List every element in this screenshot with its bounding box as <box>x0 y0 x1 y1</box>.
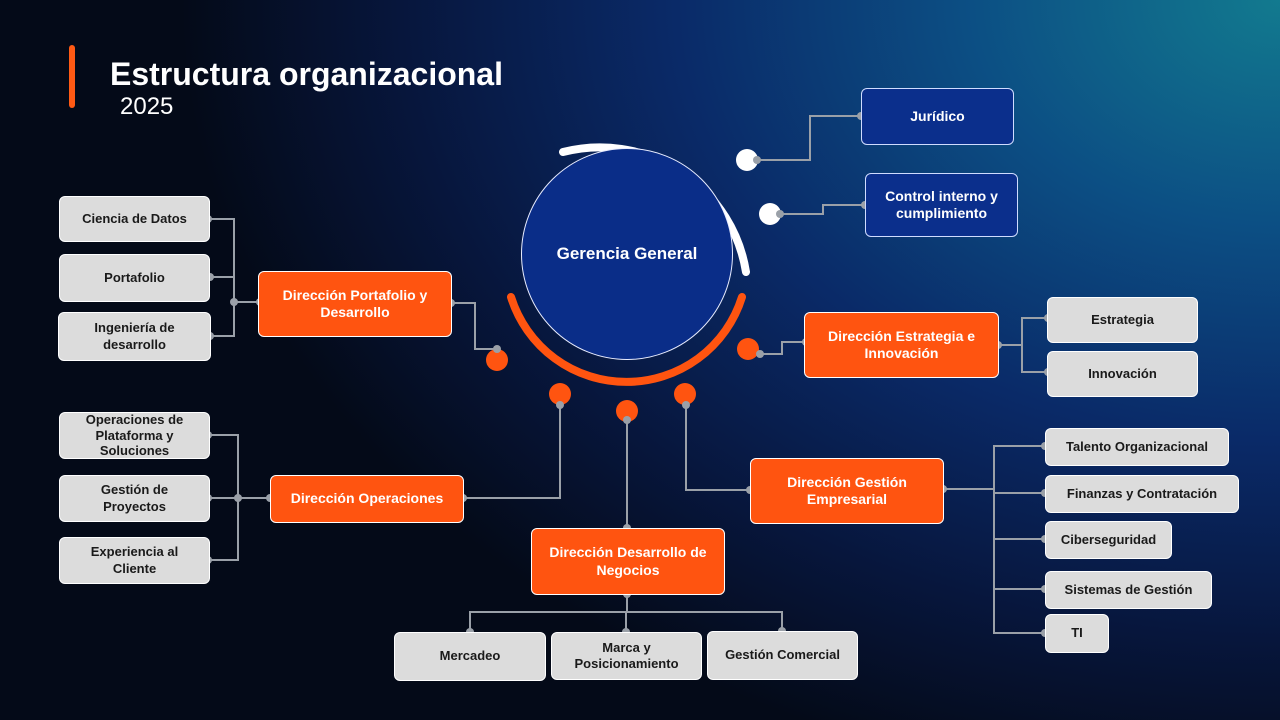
node-dot-portafolio <box>486 349 508 371</box>
direccion-negocios-node: Dirección Desarrollo de Negocios <box>531 528 725 595</box>
unit-finanzas-contratacion: Finanzas y Contratación <box>1045 475 1239 513</box>
unit-mercadeo: Mercadeo <box>394 632 546 681</box>
unit-talento-organizacional: Talento Organizacional <box>1045 428 1229 466</box>
page-subtitle-year: 2025 <box>120 93 174 120</box>
unit-ciberseguridad: Ciberseguridad <box>1045 521 1172 559</box>
bracket-negocios <box>469 594 628 632</box>
unit-ciencia-de-datos: Ciencia de Datos <box>59 196 210 242</box>
juridico-node: Jurídico <box>861 88 1014 145</box>
unit-experiencia-cliente: Experiencia al Cliente <box>59 537 210 584</box>
unit-gestion-proyectos: Gestión de Proyectos <box>59 475 210 522</box>
unit-marca-posicionamiento: Marca y Posicionamiento <box>551 632 702 680</box>
node-dot-gestion <box>674 383 696 405</box>
unit-ingenieria-desarrollo: Ingeniería de desarrollo <box>58 312 211 361</box>
link-control <box>780 204 865 215</box>
control-interno-node: Control interno y cumplimiento <box>865 173 1018 237</box>
direccion-portafolio-node: Dirección Portafolio y Desarrollo <box>258 271 452 337</box>
direccion-estrategia-node: Dirección Estrategia e Innovación <box>804 312 999 378</box>
link-gestion <box>685 405 750 491</box>
unit-operaciones-plataforma: Operaciones de Plataforma y Soluciones <box>59 412 210 459</box>
page-title: Estructura organizacional <box>110 56 503 92</box>
link-juridico <box>757 115 861 161</box>
unit-portafolio: Portafolio <box>59 254 210 302</box>
orange-ring-arc <box>507 293 746 386</box>
unit-innovacion: Innovación <box>1047 351 1198 397</box>
node-dot-negocios <box>616 400 638 422</box>
bracket-estrategia <box>1021 317 1048 373</box>
unit-ti: TI <box>1045 614 1109 653</box>
gerencia-general-node: Gerencia General <box>521 148 733 360</box>
node-dot-estrategia <box>737 338 759 360</box>
link-operaciones <box>463 405 561 499</box>
unit-sistemas-gestion: Sistemas de Gestión <box>1045 571 1212 609</box>
node-dot-juridico <box>736 149 758 171</box>
link-portafolio <box>451 302 497 350</box>
unit-gestion-comercial: Gestión Comercial <box>707 631 858 680</box>
link-estrategia <box>760 341 806 355</box>
node-dot-control <box>759 203 781 225</box>
direccion-gestion-node: Dirección Gestión Empresarial <box>750 458 944 524</box>
direccion-operaciones-node: Dirección Operaciones <box>270 475 464 523</box>
unit-estrategia: Estrategia <box>1047 297 1198 343</box>
title-accent-bar <box>69 45 75 108</box>
node-dot-operaciones <box>549 383 571 405</box>
